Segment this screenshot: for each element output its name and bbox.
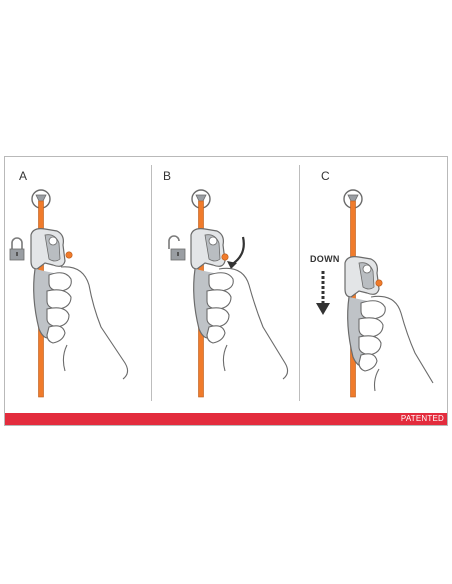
panel-a-illustration [9,189,129,398]
panel-label-b: B [163,169,172,183]
panel-b: B [151,157,299,403]
panel-b-illustration [168,189,289,398]
panel-c: C DOWN [299,157,447,403]
hand [206,267,289,380]
locked-padlock-icon [9,237,25,261]
hand [46,266,129,380]
diagram-frame: A [4,156,448,426]
panel-divider [299,165,300,401]
patented-banner: PATENTED [5,413,447,425]
panel-c-illustration [316,189,434,398]
down-label: DOWN [310,254,340,264]
belay-device [30,228,73,339]
panel-divider [151,165,152,401]
hand [358,295,434,392]
panel-label-c: C [321,169,330,183]
down-arrow-icon [316,271,330,315]
rotate-arrow-icon [227,236,245,269]
panel-label-a: A [19,169,28,183]
unlocked-padlock-icon [168,235,186,261]
patented-label: PATENTED [400,414,444,423]
panel-a: A [5,157,151,403]
